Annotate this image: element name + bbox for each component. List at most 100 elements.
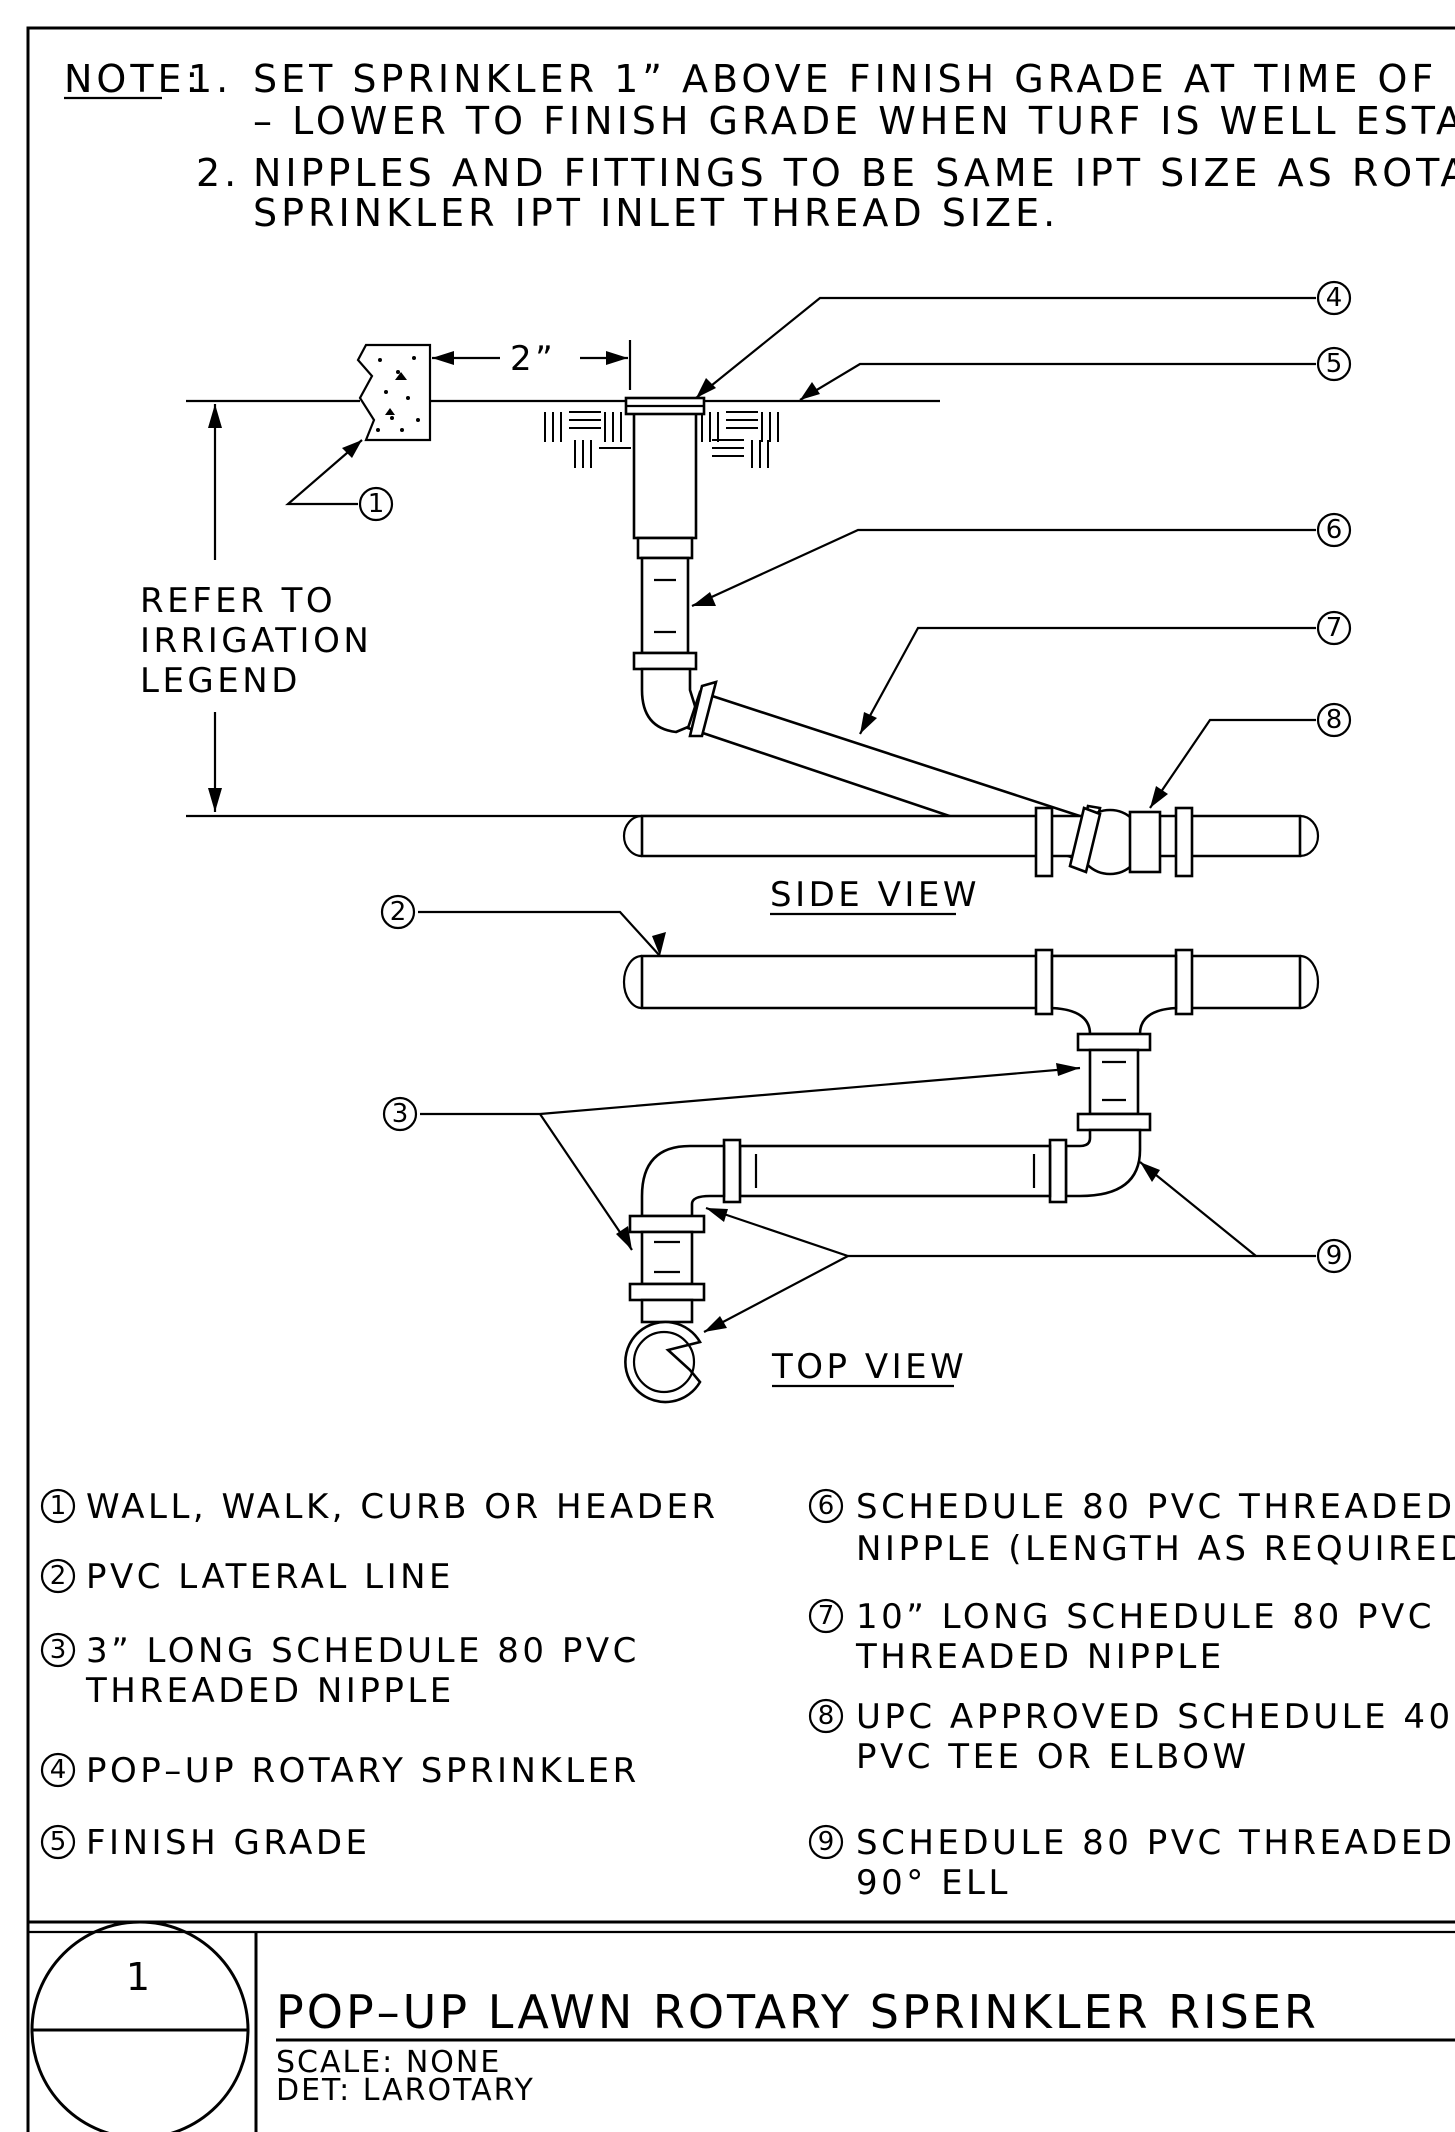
tee-hub-left <box>1034 806 1054 878</box>
sheet-border <box>26 26 1455 2132</box>
callout-9-label: 9 <box>1326 1241 1343 1271</box>
depth-note-line-1: REFER TO <box>140 581 336 621</box>
leader-3b-arrow <box>616 1226 632 1250</box>
tee-hub-top-right <box>1174 948 1194 1016</box>
ell-hub-right <box>1076 1112 1152 1132</box>
callout-8 <box>1316 702 1352 738</box>
callout-9 <box>1316 1238 1352 1274</box>
legend-8-text-1: UPC APPROVED SCHEDULE 40 <box>856 1697 1454 1737</box>
top-view-label: TOP VIEW <box>771 1347 967 1387</box>
side-view-drawing: 2” REFER TO IRRIGATION LEGEND <box>140 339 1320 916</box>
ell-left-hub <box>722 1138 742 1204</box>
legend-right: 6 SCHEDULE 80 PVC THREADED NIPPLE (LENGT… <box>808 1487 1455 1903</box>
callout-4 <box>1316 280 1352 316</box>
sprinkler-inlet-hub-top <box>628 1282 706 1302</box>
detail-number-circle <box>30 1920 250 2132</box>
leader-8 <box>1149 718 1316 809</box>
sprinkler-head-inner <box>632 1330 696 1394</box>
lateral-pipe-side-end-left <box>622 814 643 858</box>
horizontal-nipple-top <box>738 1144 1052 1198</box>
depth-arrowhead-down <box>208 788 222 812</box>
detail-number: 1 <box>126 1955 154 1999</box>
leader-9c-arrow <box>704 1316 727 1332</box>
note-2-line-2: SPRINKLER IPT INLET THREAD SIZE. <box>253 191 1059 235</box>
legend-9-bubble <box>808 1824 844 1860</box>
sprinkler-inlet-top <box>640 1298 694 1324</box>
legend-3-bubble <box>40 1632 76 1668</box>
leader-9c <box>703 1255 849 1333</box>
legend-6-number: 6 <box>818 1491 835 1521</box>
legend-6-bubble <box>808 1488 844 1524</box>
legend-8-number: 8 <box>818 1701 835 1731</box>
tee-body-top <box>1050 954 1178 1036</box>
curb-hatch <box>356 343 432 442</box>
legend-7-bubble <box>808 1598 844 1634</box>
leader-7 <box>859 626 1316 735</box>
leader-3a-arrow <box>1056 1063 1080 1076</box>
ell-right-hub <box>1048 1138 1068 1204</box>
legend-1-number: 1 <box>50 1491 67 1521</box>
leader-4 <box>695 296 1316 399</box>
leader-5-arrow <box>800 382 820 400</box>
tee-hub-top-left <box>1034 948 1054 1016</box>
legend-9-number: 9 <box>818 1827 835 1857</box>
title-block: 1 POP–UP LAWN ROTARY SPRINKLER RISER SCA… <box>28 1920 1455 2132</box>
lateral-pipe-top-end-left <box>622 954 643 1010</box>
concrete-stipple <box>376 356 420 432</box>
top-view-drawing: TOP VIEW <box>622 948 1320 1404</box>
sprinkler-nipple-top <box>640 1230 694 1286</box>
callout-6-label: 6 <box>1326 515 1343 545</box>
legend-8-text-2: PVC TEE OR ELBOW <box>856 1737 1250 1777</box>
note-1-line-1: SET SPRINKLER 1” ABOVE FINISH GRADE AT T… <box>253 57 1455 101</box>
legend-9-text-1: SCHEDULE 80 PVC THREADED <box>856 1823 1455 1863</box>
leader-3a <box>420 1066 1081 1116</box>
callout-7-label: 7 <box>1326 613 1343 643</box>
legend-1-bubble <box>40 1488 76 1524</box>
leader-8-arrow <box>1150 786 1168 808</box>
legend-4-bubble <box>40 1752 76 1788</box>
leader-3b <box>539 1113 633 1251</box>
lateral-pipe-side <box>640 814 1302 858</box>
detail-id: DET: LAROTARY <box>276 2073 535 2108</box>
legend-6-text-1: SCHEDULE 80 PVC THREADED <box>856 1487 1455 1527</box>
legend-2-bubble <box>40 1558 76 1594</box>
callout-1 <box>358 486 394 522</box>
turf-hatch <box>544 411 779 468</box>
legend-2-text: PVC LATERAL LINE <box>86 1557 454 1597</box>
tee-outlet-hub-top <box>1076 1032 1152 1052</box>
callout-7 <box>1316 610 1352 646</box>
legend-5-number: 5 <box>50 1827 67 1857</box>
note-1-line-2: – LOWER TO FINISH GRADE WHEN TURF IS WEL… <box>253 99 1455 143</box>
ell-right-top <box>1064 1128 1142 1198</box>
legend-3-text-1: 3” LONG SCHEDULE 80 PVC <box>86 1631 640 1671</box>
detail-title: POP–UP LAWN ROTARY SPRINKLER RISER <box>276 1985 1319 2039</box>
legend-5-bubble <box>40 1824 76 1860</box>
legend-7-text-1: 10” LONG SCHEDULE 80 PVC <box>856 1597 1435 1637</box>
legend-4-text: POP–UP ROTARY SPRINKLER <box>86 1751 640 1791</box>
callout-2 <box>380 894 416 930</box>
ell-left-top <box>640 1144 726 1218</box>
tee-outlet-side <box>1128 810 1162 874</box>
legend-3-number: 3 <box>50 1635 67 1665</box>
leader-6 <box>691 528 1316 608</box>
riser-nipple <box>640 556 690 655</box>
ell-left-bottom-hub <box>628 1214 706 1234</box>
tee-hub-angled <box>1068 806 1102 874</box>
depth-arrowhead-up <box>208 404 222 428</box>
legend-7-number: 7 <box>818 1601 835 1631</box>
legend-9-text-2: 90° ELL <box>856 1863 1011 1903</box>
sprinkler-body <box>632 400 698 540</box>
depth-note-line-2: IRRIGATION <box>140 621 372 661</box>
dimension-arrow-right <box>606 351 628 365</box>
legend-4-number: 4 <box>50 1755 67 1785</box>
legend-8-bubble <box>808 1698 844 1734</box>
leader-2 <box>418 910 661 957</box>
callout-3-label: 3 <box>392 1099 409 1129</box>
notes-block: NOTE: 1. SET SPRINKLER 1” ABOVE FINISH G… <box>64 57 1455 235</box>
detail-scale: SCALE: NONE <box>276 2045 501 2080</box>
leader-9b <box>705 1206 1256 1258</box>
leader-1 <box>285 439 363 506</box>
legend-5-text: FINISH GRADE <box>86 1823 371 1863</box>
lateral-pipe-side-end-right <box>1299 814 1320 858</box>
